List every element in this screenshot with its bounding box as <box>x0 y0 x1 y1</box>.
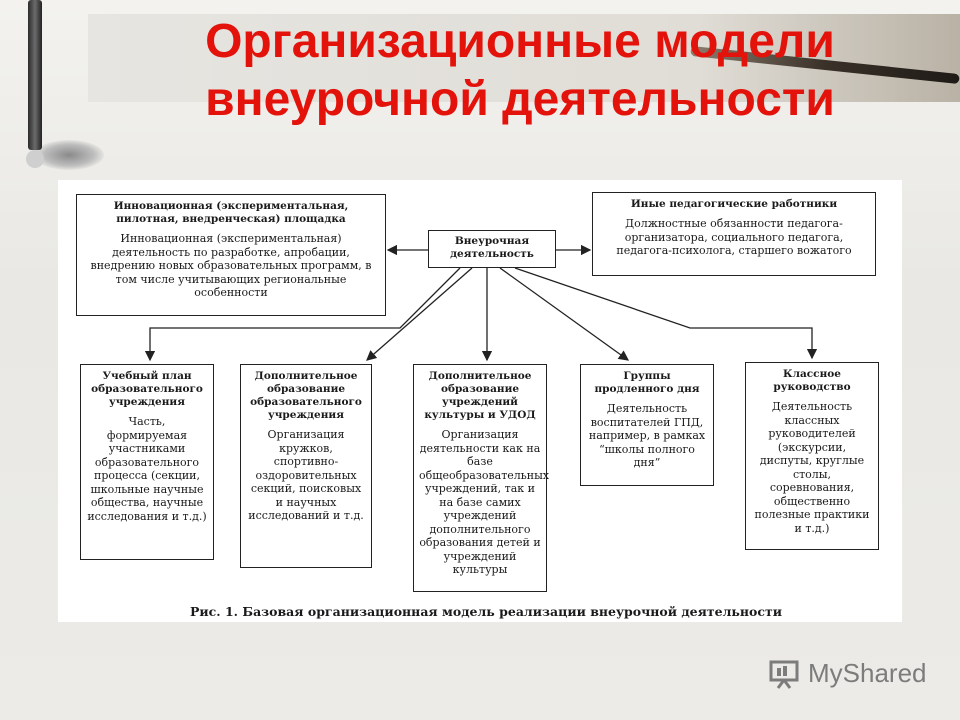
watermark-brand: MyShared <box>808 658 927 688</box>
extended-day-node: Группы продленного дня Деятельность восп… <box>580 364 714 486</box>
brush-tip-decoration <box>26 150 44 168</box>
arrow-to-additional-edu <box>366 267 473 361</box>
figure-caption: Рис. 1. Базовая организационная модель р… <box>190 604 782 619</box>
additional-edu-text: Организация кружков, спортивно-оздоровит… <box>248 428 364 522</box>
innovation-text: Инновационная (экспериментальная) деятел… <box>90 232 372 299</box>
culture-heading: Дополнительное образование учреждений ку… <box>424 370 536 421</box>
culture-text: Организация деятельности как на базе общ… <box>419 428 550 576</box>
other-staff-text: Должностные обязанности педагога-организ… <box>616 217 852 257</box>
title-line-1: Организационные модели <box>205 15 835 68</box>
extended-day-heading: Группы продленного дня <box>594 370 700 395</box>
culture-node: Дополнительное образование учреждений ку… <box>413 364 550 592</box>
center-node: Внеурочная деятельность <box>428 230 556 268</box>
class-guidance-heading: Классное руководство <box>773 368 851 393</box>
other-staff-heading: Иные педагогические работники <box>630 198 838 210</box>
arrow-to-curriculum <box>144 267 461 362</box>
other-staff-node: Иные педагогические работники Должностны… <box>592 192 876 276</box>
curriculum-heading: Учебный план образовательного учреждения <box>91 370 203 408</box>
class-guidance-node: Классное руководство Деятельность классн… <box>745 362 879 550</box>
additional-edu-node: Дополнительное образование образовательн… <box>240 364 372 568</box>
curriculum-text: Часть, формируемая участниками образоват… <box>87 415 207 523</box>
title-line-2: внеурочной деятельности <box>205 73 835 126</box>
brush-decoration <box>28 0 42 150</box>
presentation-board-icon <box>768 659 802 689</box>
innovation-platform-node: Инновационная (экспериментальная, пилотн… <box>76 194 386 316</box>
class-guidance-text: Деятельность классных руководителей (экс… <box>754 400 870 535</box>
additional-edu-heading: Дополнительное образование образовательн… <box>250 370 362 421</box>
curriculum-node: Учебный план образовательного учреждения… <box>80 364 214 560</box>
innovation-heading: Инновационная (экспериментальная, пилотн… <box>113 200 349 225</box>
arrow-to-class-guidance <box>514 267 818 360</box>
arrow-to-extended-day <box>499 267 630 361</box>
ink-blot-decoration <box>34 140 104 170</box>
extended-day-text: Деятельность воспитателей ГПД, например,… <box>588 402 706 469</box>
watermark-logo: MyShared <box>768 658 927 689</box>
center-node-label: Внеурочная деятельность <box>450 235 534 260</box>
